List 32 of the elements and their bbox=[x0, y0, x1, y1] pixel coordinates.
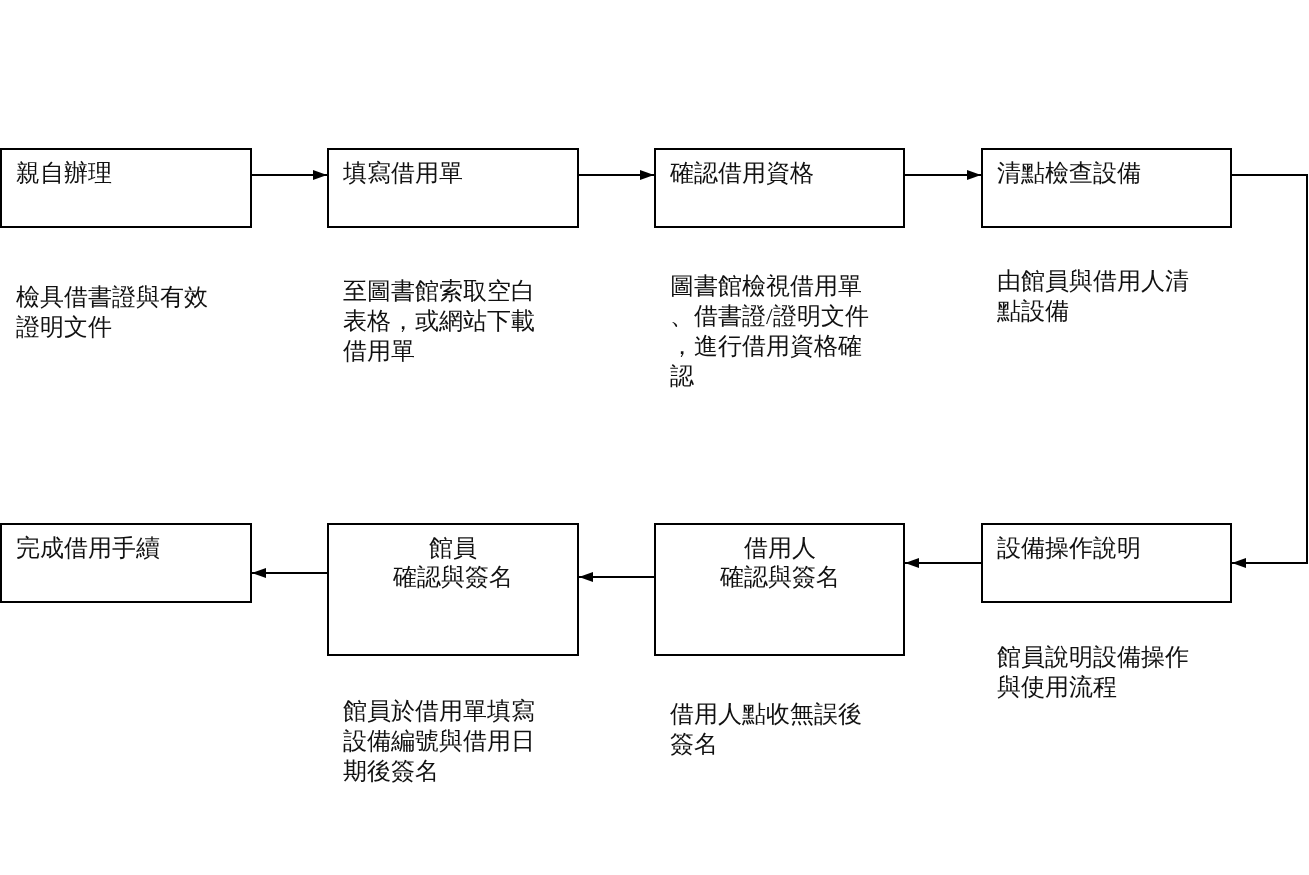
arrow bbox=[251, 568, 328, 578]
box-label: 借用人 bbox=[743, 534, 816, 563]
box-label: 親自辦理 bbox=[16, 159, 112, 188]
process-box bbox=[654, 523, 905, 656]
box-label: 確認借用資格 bbox=[670, 159, 814, 188]
step-description: 圖書館檢視借用單、借書證/證明文件，進行借用資格確認 bbox=[670, 272, 870, 391]
process-box bbox=[327, 523, 579, 656]
box-label: 填寫借用單 bbox=[343, 159, 463, 188]
box-label: 確認與簽名 bbox=[393, 563, 513, 592]
step-description: 檢具借書證與有效證明文件 bbox=[16, 283, 209, 342]
step-description: 館員於借用單填寫設備編號與借用日期後簽名 bbox=[343, 697, 536, 786]
arrow bbox=[1231, 174, 1308, 568]
process-box bbox=[981, 148, 1232, 228]
process-box bbox=[327, 148, 579, 228]
arrow bbox=[578, 170, 655, 180]
step-description: 館員說明設備操作與使用流程 bbox=[997, 643, 1190, 702]
step-description: 借用人點收無誤後簽名 bbox=[670, 700, 863, 759]
process-box bbox=[0, 148, 252, 228]
arrow bbox=[904, 170, 982, 180]
process-box bbox=[0, 523, 252, 603]
box-label: 確認與簽名 bbox=[719, 563, 840, 592]
process-box bbox=[981, 523, 1232, 603]
arrow bbox=[904, 558, 982, 568]
process-box bbox=[654, 148, 905, 228]
box-label: 清點檢查設備 bbox=[997, 159, 1141, 188]
step-description: 由館員與借用人清點設備 bbox=[997, 267, 1190, 326]
box-label: 館員 bbox=[429, 534, 477, 563]
arrow bbox=[251, 170, 328, 180]
box-label: 完成借用手續 bbox=[16, 534, 160, 563]
arrow bbox=[578, 572, 655, 582]
step-description: 至圖書館索取空白表格，或網站下載借用單 bbox=[343, 277, 536, 366]
box-label: 設備操作說明 bbox=[997, 534, 1141, 563]
